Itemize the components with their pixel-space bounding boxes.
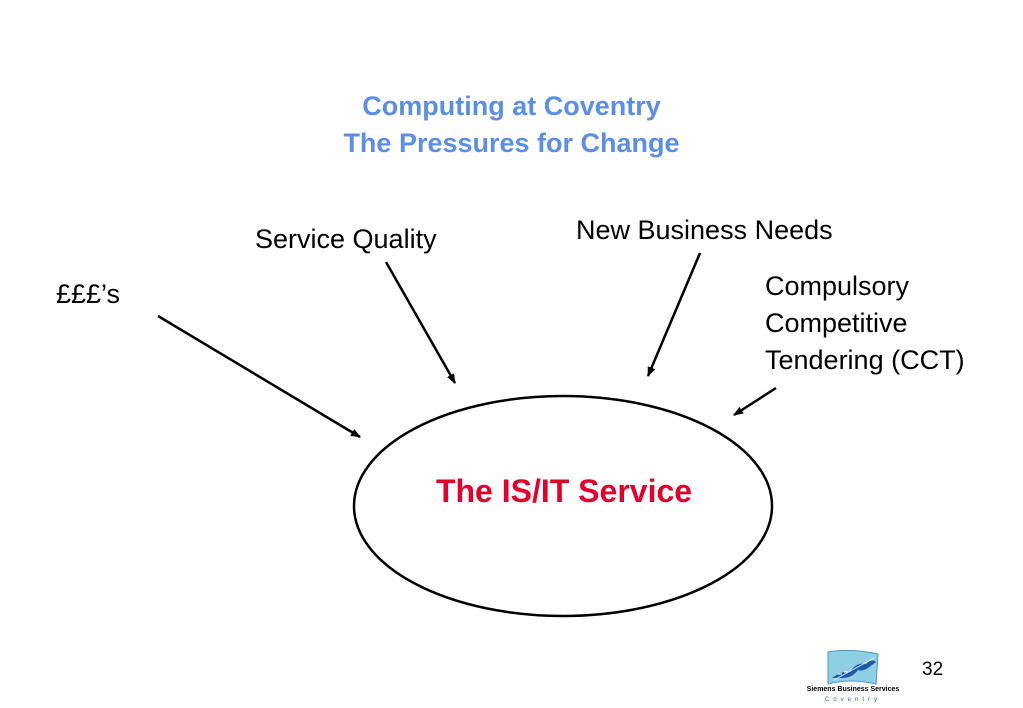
- title-line-2: The Pressures for Change: [343, 128, 680, 158]
- label-service-quality: Service Quality: [255, 224, 437, 254]
- is-it-service-ellipse: [352, 394, 774, 618]
- cct-line-3: Tendering (CCT): [765, 345, 965, 375]
- arrow-cct: [733, 386, 777, 417]
- arrow-money: [157, 314, 361, 439]
- arrow-service-quality: [384, 261, 457, 384]
- logo-city-text: Coventry: [824, 697, 881, 703]
- label-new-business-needs: New Business Needs: [576, 215, 833, 245]
- logo-graphic-icon: [827, 649, 879, 685]
- label-money: £££’s: [56, 279, 121, 309]
- logo-company-text: Siemens Business Services: [806, 686, 900, 693]
- slide-title: Computing at Coventry The Pressures for …: [0, 88, 1023, 162]
- cct-line-2: Competitive: [765, 308, 908, 338]
- siemens-logo: Siemens Business Services Coventry: [798, 648, 908, 708]
- arrow-new-business-needs: [646, 252, 702, 377]
- label-cct: Compulsory Competitive Tendering (CCT): [765, 268, 965, 379]
- page-number: 32: [922, 659, 944, 680]
- title-line-1: Computing at Coventry: [362, 91, 661, 121]
- cct-line-1: Compulsory: [765, 271, 910, 301]
- is-it-service-label: The IS/IT Service: [435, 473, 693, 509]
